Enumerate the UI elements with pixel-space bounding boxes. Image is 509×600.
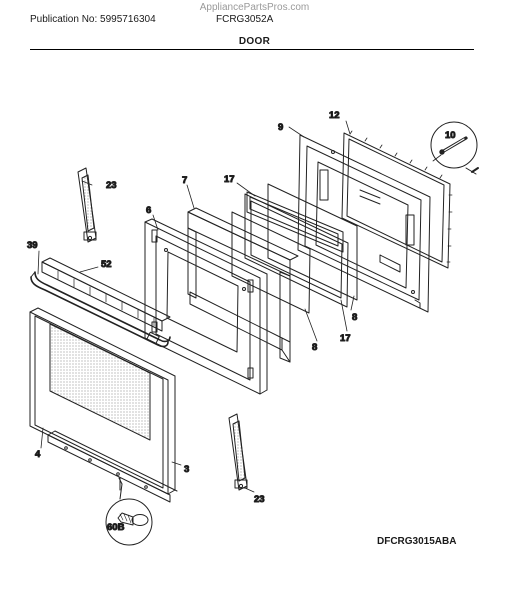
callout-39: 39	[27, 240, 38, 251]
part-6-door-frame	[144, 218, 268, 395]
leader-lines	[37, 120, 442, 493]
callout-17-top: 17	[224, 174, 235, 185]
diagram-code: DFCRG3015ABA	[377, 536, 457, 547]
part-8-glass-front	[231, 211, 311, 314]
part-17-glass-top	[246, 191, 344, 253]
callout-8-right: 8	[352, 312, 357, 323]
model-number: FCRG3052A	[216, 14, 274, 25]
callout-4: 4	[35, 449, 41, 460]
callout-6: 6	[146, 205, 151, 216]
publication-number: Publication No: 5995716304	[30, 14, 156, 25]
callout-12: 12	[329, 110, 340, 121]
callout-17-bottom: 17	[340, 333, 351, 344]
part-12-gasket-frame	[341, 130, 453, 269]
callout-52: 52	[101, 259, 112, 270]
callout-8-bottom: 8	[312, 342, 317, 353]
part-10-screw-callout	[430, 121, 479, 175]
part-39-handle	[30, 271, 171, 348]
page-title: DOOR	[238, 36, 271, 47]
part-3-bottom-trim	[47, 430, 178, 503]
part-7-insulation	[187, 207, 299, 363]
callout-9: 9	[278, 122, 283, 133]
callout-23-top: 23	[106, 180, 117, 191]
part-23-hinge-top	[77, 167, 97, 243]
callout-3: 3	[184, 464, 189, 475]
header-divider	[30, 49, 474, 50]
callout-23-bottom: 23	[254, 494, 265, 505]
part-8-glass-rear	[267, 183, 358, 301]
callout-7: 7	[182, 175, 187, 186]
part-52-vent-trim	[41, 257, 171, 332]
callout-10: 10	[445, 130, 456, 141]
part-60b-screw-callout	[105, 477, 153, 546]
callout-labels: 12 9 10 23 7 17 6 39 52 8 17 8 4 3 60B 2…	[27, 110, 457, 534]
part-23-hinge-bottom	[228, 413, 248, 491]
callout-60b: 60B	[107, 522, 125, 533]
part-17-glass-frame	[244, 193, 349, 308]
part-9-inner-door-panel	[297, 134, 431, 313]
watermark: AppliancePartsPros.com	[199, 2, 310, 13]
